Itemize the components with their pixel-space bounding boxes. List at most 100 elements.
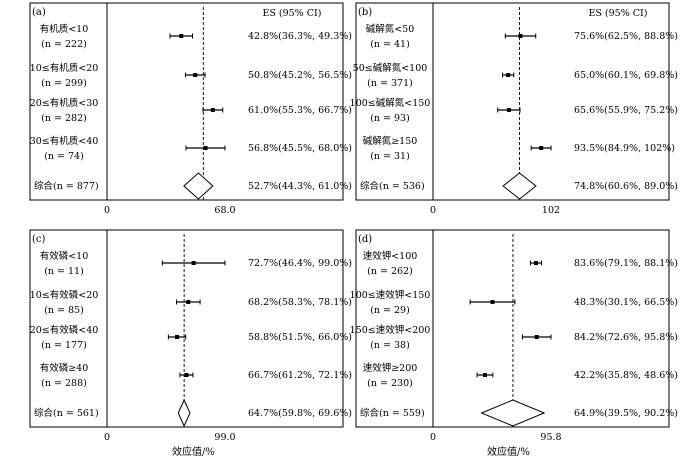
forest-panel-3: (c) 有效磷<10 (n = 11) 72.7%(46.4%, 99.0%) 10≤有… bbox=[29, 229, 352, 443]
study-label: 有机质<10 bbox=[40, 23, 89, 35]
panel-tag: (d) bbox=[358, 234, 372, 245]
summary-label: 综合(n = 536) bbox=[360, 180, 425, 192]
study-label: 10≤有机质<20 bbox=[30, 62, 99, 74]
x-axis-label-right: 效应值/% bbox=[487, 447, 530, 458]
es-ci-text: 75.6%(62.5%, 88.8%) bbox=[574, 31, 678, 42]
x-axis-label-left: 效应值/% bbox=[172, 447, 215, 458]
panel-frame bbox=[29, 229, 344, 428]
study-count: (n = 222) bbox=[41, 39, 87, 50]
es-ci-text: 72.7%(46.4%, 99.0%) bbox=[248, 258, 352, 269]
es-ci-text: 42.8%(36.3%, 49.3%) bbox=[248, 31, 352, 42]
panel-frame bbox=[29, 2, 344, 201]
point-estimate bbox=[184, 373, 189, 377]
study-count: (n = 230) bbox=[367, 378, 413, 389]
study-label: 100≤碱解氮<150 bbox=[350, 97, 431, 109]
study-count: (n = 38) bbox=[370, 340, 410, 351]
study-count: (n = 29) bbox=[370, 305, 410, 316]
es-ci-text: 65.0%(60.1%, 69.8%) bbox=[574, 70, 678, 81]
es-ci-text: 93.5%(84.9%, 102%) bbox=[574, 143, 675, 154]
study-label: 10≤有效磷<20 bbox=[30, 289, 99, 301]
study-label: 有效磷≥40 bbox=[40, 362, 89, 374]
study-count: (n = 371) bbox=[367, 78, 413, 89]
study-count: (n = 177) bbox=[41, 340, 87, 351]
study-label: 碱解氮≥150 bbox=[363, 135, 418, 147]
summary-diamond bbox=[480, 399, 546, 427]
summary-es-ci-text: 74.8%(60.6%, 89.0%) bbox=[574, 181, 678, 192]
point-estimate bbox=[539, 146, 544, 150]
x-tick-label: 95.8 bbox=[540, 432, 561, 443]
point-estimate bbox=[175, 335, 180, 339]
summary-diamond bbox=[183, 172, 214, 200]
es-ci-text: 84.2%(72.6%, 95.8%) bbox=[574, 332, 678, 343]
study-label: 20≤有效磷<40 bbox=[30, 324, 99, 336]
study-count: (n = 299) bbox=[41, 78, 87, 89]
study-label: 速效钾≥200 bbox=[363, 362, 418, 374]
panel-tag: (c) bbox=[32, 234, 46, 245]
point-estimate bbox=[193, 73, 198, 77]
point-estimate bbox=[534, 335, 539, 339]
study-count: (n = 31) bbox=[370, 151, 410, 162]
point-estimate bbox=[186, 300, 191, 304]
study-count: (n = 282) bbox=[41, 113, 87, 124]
forest-panel-2: (b) ES (95% CI) 碱解氮<50 (n = 41) 75.6%(62.5%,… bbox=[350, 2, 678, 216]
summary-label: 综合(n = 559) bbox=[360, 407, 425, 419]
summary-label: 综合(n = 561) bbox=[34, 407, 99, 419]
study-label: 碱解氮<50 bbox=[366, 23, 415, 35]
x-tick-label: 0 bbox=[104, 205, 110, 216]
point-estimate bbox=[191, 261, 196, 265]
study-label: 100≤速效钾<150 bbox=[350, 289, 431, 301]
x-tick-label: 0 bbox=[104, 432, 110, 443]
point-estimate bbox=[506, 73, 511, 77]
point-estimate bbox=[490, 300, 495, 304]
es-ci-text: 83.6%(79.1%, 88.1%) bbox=[574, 258, 678, 269]
study-count: (n = 262) bbox=[367, 266, 413, 277]
point-estimate bbox=[533, 261, 538, 265]
x-tick-label: 99.0 bbox=[214, 432, 235, 443]
panel-tag: (a) bbox=[32, 7, 46, 18]
es-ci-text: 48.3%(30.1%, 66.5%) bbox=[574, 297, 678, 308]
forest-panel-4: (d) 速效钾<100 (n = 262) 83.6%(79.1%, 88.1%) 10… bbox=[350, 229, 678, 443]
point-estimate bbox=[506, 108, 511, 112]
es-ci-header: ES (95% CI) bbox=[588, 8, 647, 19]
point-estimate bbox=[203, 146, 208, 150]
panel-tag: (b) bbox=[358, 7, 372, 18]
x-tick-label: 0 bbox=[430, 205, 436, 216]
es-ci-text: 42.2%(35.8%, 48.6%) bbox=[574, 370, 678, 381]
x-tick-label: 68.0 bbox=[214, 205, 235, 216]
point-estimate bbox=[179, 34, 184, 38]
es-ci-text: 61.0%(55.3%, 66.7%) bbox=[248, 105, 352, 116]
es-ci-text: 56.8%(45.5%, 68.0%) bbox=[248, 143, 352, 154]
study-count: (n = 74) bbox=[44, 151, 84, 162]
study-count: (n = 41) bbox=[370, 39, 410, 50]
es-ci-text: 58.8%(51.5%, 66.0%) bbox=[248, 332, 352, 343]
study-count: (n = 85) bbox=[44, 305, 84, 316]
forest-panel-1: (a) ES (95% CI) 有机质<10 (n = 222) 42.8%(36.3%… bbox=[29, 2, 352, 216]
es-ci-text: 50.8%(45.2%, 56.5%) bbox=[248, 70, 352, 81]
point-estimate bbox=[518, 34, 523, 38]
summary-es-ci-text: 64.7%(59.8%, 69.6%) bbox=[248, 408, 352, 419]
study-count: (n = 11) bbox=[44, 266, 84, 277]
summary-label: 综合(n = 877) bbox=[34, 180, 99, 192]
summary-es-ci-text: 64.9%(39.5%, 90.2%) bbox=[574, 408, 678, 419]
study-label: 50≤碱解氮<100 bbox=[353, 62, 428, 74]
es-ci-text: 66.7%(61.2%, 72.1%) bbox=[248, 370, 352, 381]
study-label: 速效钾<100 bbox=[363, 250, 418, 262]
study-label: 30≤有机质<40 bbox=[30, 135, 99, 147]
es-ci-header: ES (95% CI) bbox=[262, 8, 321, 19]
summary-diamond bbox=[177, 398, 191, 428]
es-ci-text: 68.2%(58.3%, 78.1%) bbox=[248, 297, 352, 308]
panel-frame bbox=[355, 2, 670, 201]
study-label: 20≤有机质<30 bbox=[30, 97, 99, 109]
study-count: (n = 93) bbox=[370, 113, 410, 124]
study-label: 有效磷<10 bbox=[40, 250, 89, 262]
study-count: (n = 288) bbox=[41, 378, 87, 389]
point-estimate bbox=[210, 108, 215, 112]
study-label: 150≤速效钾<200 bbox=[350, 324, 431, 336]
x-tick-label: 0 bbox=[430, 432, 436, 443]
summary-diamond bbox=[502, 172, 537, 200]
summary-es-ci-text: 52.7%(44.3%, 61.0%) bbox=[248, 181, 352, 192]
point-estimate bbox=[482, 373, 487, 377]
es-ci-text: 65.6%(55.9%, 75.2%) bbox=[574, 105, 678, 116]
x-tick-label: 102 bbox=[542, 205, 560, 216]
